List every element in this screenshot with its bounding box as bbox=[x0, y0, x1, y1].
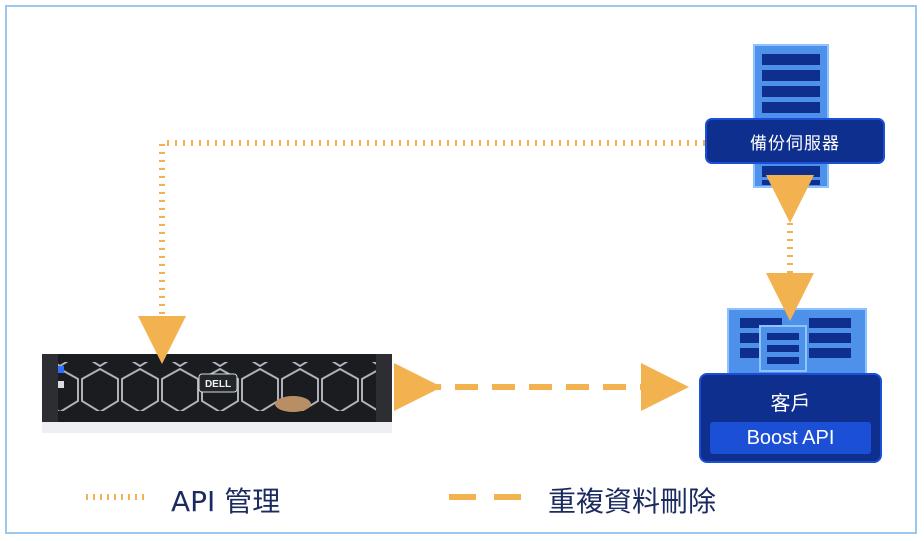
legend-api-management-label: API 管理 bbox=[171, 485, 281, 518]
backup-server bbox=[753, 44, 829, 188]
api-management-connector bbox=[138, 140, 705, 364]
boost-api-label: Boost API bbox=[710, 422, 871, 454]
svg-text:DELL: DELL bbox=[205, 379, 231, 390]
dell-logo-icon: DELL bbox=[198, 373, 238, 393]
backup-server-text: 備份伺服器 bbox=[750, 133, 840, 154]
client-title: 客戶 bbox=[770, 391, 811, 415]
backup-server-label: 備份伺服器 bbox=[705, 118, 885, 164]
storage-appliance: DELL bbox=[42, 354, 392, 433]
client-server bbox=[727, 308, 867, 382]
client-box: 客戶 Boost API bbox=[699, 373, 882, 463]
legend-deduplication-label: 重複資料刪除 bbox=[548, 485, 717, 518]
